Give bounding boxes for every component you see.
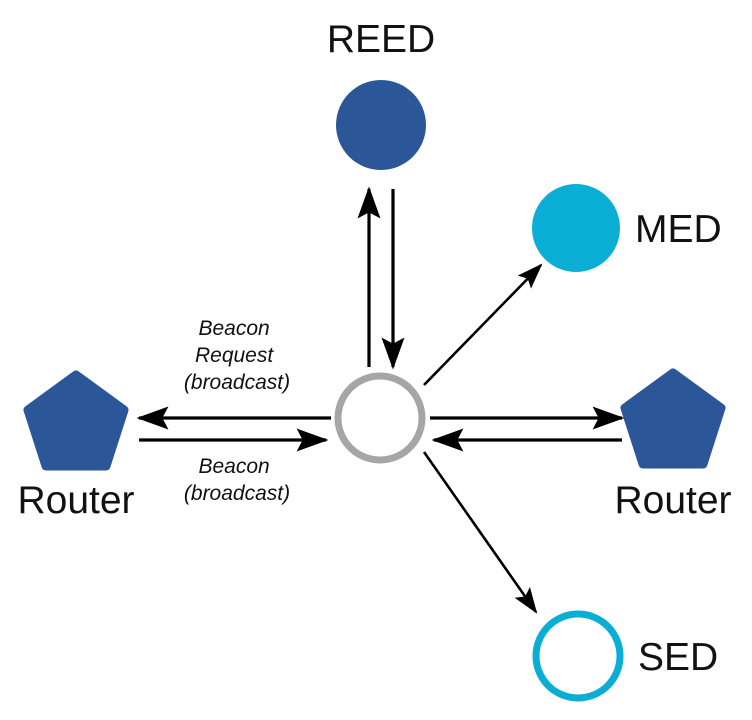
edge-label-beacon-line-2: (broadcast) xyxy=(184,482,290,505)
edge-label-beacon-request-line-1: Beacon xyxy=(198,317,269,340)
node-label-med: MED xyxy=(635,208,722,251)
node-label-reed: REED xyxy=(327,18,435,61)
node-med[interactable] xyxy=(532,184,620,272)
edges-layer xyxy=(136,186,625,614)
edge-label-beacon-request: Beacon Request (broadcast) xyxy=(184,317,290,394)
node-reed[interactable] xyxy=(336,80,426,170)
edge-label-beacon: Beacon (broadcast) xyxy=(184,455,290,505)
node-center-joiner[interactable] xyxy=(334,372,426,464)
node-router-right[interactable] xyxy=(620,368,726,469)
node-label-router-left: Router xyxy=(17,479,134,522)
edge-label-beacon-line-1: Beacon xyxy=(198,455,269,478)
node-sed[interactable] xyxy=(532,610,624,702)
node-label-sed: SED xyxy=(638,636,718,679)
edge-center-to-sed xyxy=(422,451,538,614)
edge-label-beacon-request-line-2: Request xyxy=(195,344,274,367)
edge-labels-layer: Beacon Request (broadcast) Beacon (broad… xyxy=(184,317,290,505)
node-router-left[interactable] xyxy=(23,370,129,471)
edge-label-beacon-request-line-3: (broadcast) xyxy=(184,371,290,394)
nodes-layer: REED MED SED Router Router xyxy=(17,18,732,702)
node-label-router-right: Router xyxy=(614,479,731,522)
edge-center-to-med xyxy=(423,263,543,386)
